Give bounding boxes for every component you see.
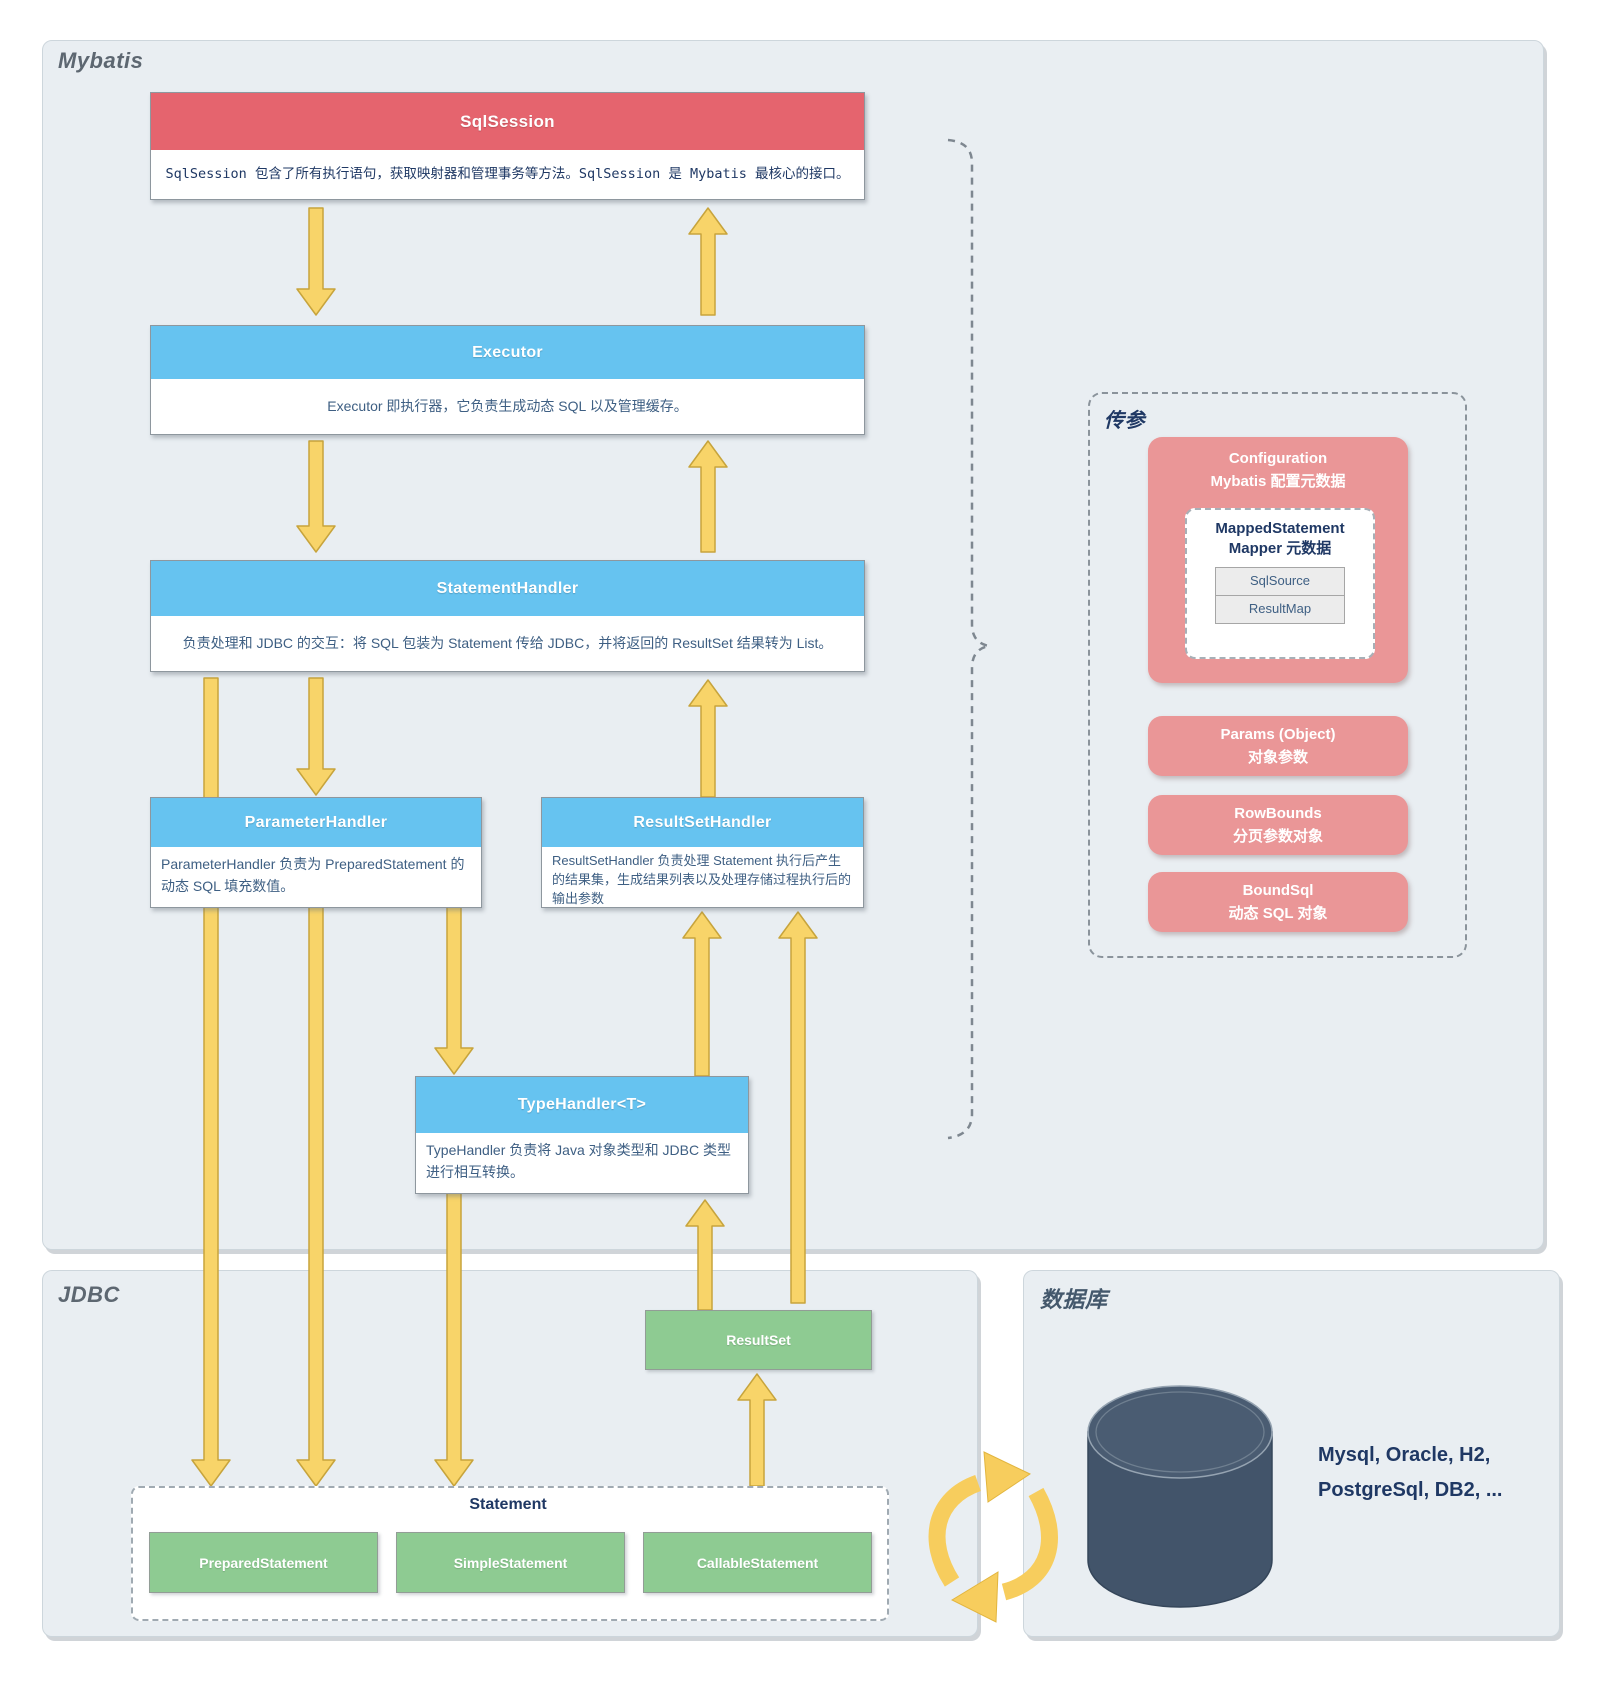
arrow-statementhandler-to-executor-icon <box>688 440 728 553</box>
executor-box: Executor Executor 即执行器，它负责生成动态 SQL 以及管理缓… <box>150 325 865 435</box>
rowbounds-box: RowBounds 分页参数对象 <box>1148 795 1408 855</box>
typehandler-desc: TypeHandler 负责将 Java 对象类型和 JDBC 类型进行相互转换… <box>426 1142 731 1180</box>
params-brace-icon <box>947 138 990 1140</box>
rowbounds-line2: 分页参数对象 <box>1232 828 1323 845</box>
mappedstatement-title-line2: Mapper 元数据 <box>1228 540 1332 558</box>
executor-desc: Executor 即执行器，它负责生成动态 SQL 以及管理缓存。 <box>327 397 688 414</box>
statementhandler-box: StatementHandler 负责处理和 JDBC 的交互：将 SQL 包装… <box>150 560 865 672</box>
sqlsession-desc: SqlSession 包含了所有执行语句，获取映射器和管理事务等方法。SqlSe… <box>165 166 850 183</box>
boundsql-box: BoundSql 动态 SQL 对象 <box>1148 872 1408 932</box>
configuration-title-line1: Configuration <box>1228 450 1328 467</box>
arrow-parameterhandler-to-statement-icon <box>296 905 336 1487</box>
jdbc-zone-label: JDBC <box>58 1282 120 1307</box>
resultset-box: ResultSet <box>645 1310 872 1370</box>
resultsethandler-title: ResultSetHandler <box>542 798 863 847</box>
arrow-statementhandler-to-parameterhandler-icon <box>296 677 336 796</box>
boundsql-line2: 动态 SQL 对象 <box>1228 905 1328 922</box>
params-panel <box>1088 392 1467 958</box>
database-engines-line1: Mysql, Oracle, H2, <box>1318 1444 1491 1466</box>
parameterhandler-desc: ParameterHandler 负责为 PreparedStatement 的… <box>161 856 465 894</box>
database-zone-label: 数据库 <box>1040 1287 1108 1312</box>
parameterhandler-title: ParameterHandler <box>151 798 481 847</box>
arrow-sqlsession-to-executor-icon <box>296 207 336 316</box>
statementhandler-desc: 负责处理和 JDBC 的交互：将 SQL 包装为 Statement 传给 JD… <box>182 634 833 651</box>
arrow-executor-to-statementhandler-icon <box>296 440 336 553</box>
arrow-resultset-to-typehandler-icon <box>685 1199 725 1311</box>
callablestatement-box: CallableStatement <box>643 1532 872 1593</box>
configuration-title-line2: Mybatis 配置元数据 <box>1210 473 1346 491</box>
arrow-resultsethandler-to-statementhandler-icon <box>688 679 728 798</box>
arrow-executor-to-sqlsession-icon <box>688 207 728 316</box>
mybatis-zone-label: Mybatis <box>58 48 144 73</box>
arrow-resultset-to-resultsethandler-icon <box>778 911 818 1304</box>
rowbounds-line1: RowBounds <box>1234 804 1322 822</box>
arrow-parameterhandler-to-typehandler-icon <box>434 905 474 1075</box>
parameterhandler-box: ParameterHandler ParameterHandler 负责为 Pr… <box>150 797 482 908</box>
arrow-typehandler-to-statement-icon <box>434 1191 474 1487</box>
statement-title: Statement <box>469 1496 547 1513</box>
preparedstatement-box: PreparedStatement <box>149 1532 378 1593</box>
arrow-typehandler-to-resultsethandler-icon <box>682 911 722 1077</box>
mappedstatement-box: MappedStatement Mapper 元数据 SqlSource Res… <box>1185 508 1375 659</box>
mappedstatement-title-line1: MappedStatement <box>1215 520 1345 537</box>
arrow-statement-to-resultset-icon <box>737 1373 777 1487</box>
database-engines-text: Mysql, Oracle, H2, PostgreSql, DB2, ... <box>1318 1438 1502 1508</box>
typehandler-title: TypeHandler<T> <box>416 1077 748 1133</box>
resultmap-chip: ResultMap <box>1215 594 1345 624</box>
params-object-line2: 对象参数 <box>1247 749 1308 766</box>
simplestatement-box: SimpleStatement <box>396 1532 625 1593</box>
database-cylinder-icon <box>1087 1385 1273 1608</box>
statementhandler-title: StatementHandler <box>151 561 864 616</box>
params-panel-label: 传参 <box>1104 410 1145 432</box>
resultsethandler-box: ResultSetHandler ResultSetHandler 负责处理 S… <box>541 797 864 908</box>
database-engines-line2: PostgreSql, DB2, ... <box>1318 1479 1503 1501</box>
executor-title: Executor <box>151 326 864 379</box>
sqlsession-title: SqlSession <box>151 93 864 150</box>
resultsethandler-desc: ResultSetHandler 负责处理 Statement 执行后产生的结果… <box>552 853 852 906</box>
typehandler-box: TypeHandler<T> TypeHandler 负责将 Java 对象类型… <box>415 1076 749 1194</box>
sqlsource-chip: SqlSource <box>1215 566 1345 596</box>
jdbc-database-exchange-icon <box>928 1451 1058 1623</box>
params-object-box: Params (Object) 对象参数 <box>1148 716 1408 776</box>
boundsql-line1: BoundSql <box>1242 881 1314 899</box>
sqlsession-box: SqlSession SqlSession 包含了所有执行语句，获取映射器和管理… <box>150 92 865 200</box>
params-object-line1: Params (Object) <box>1220 725 1336 743</box>
